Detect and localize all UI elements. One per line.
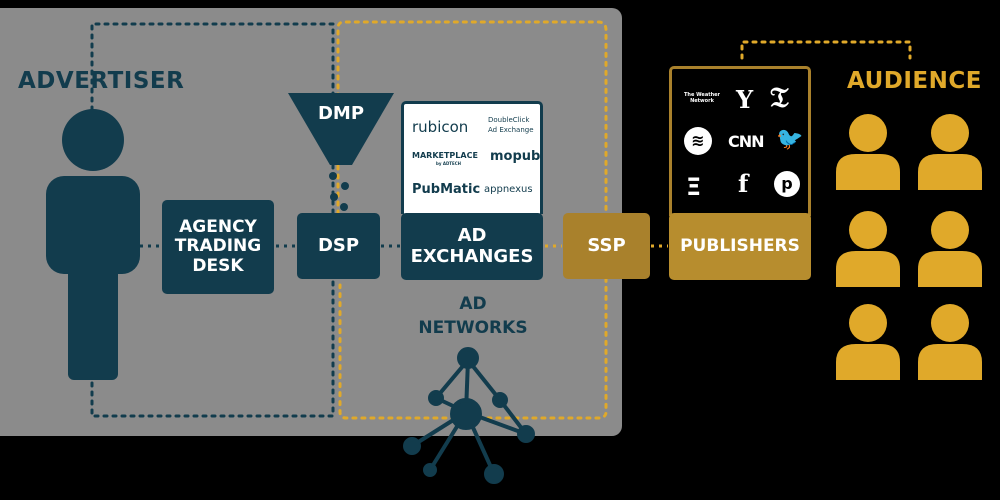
ssp-box: SSP: [563, 213, 650, 279]
audience-title: AUDIENCE: [847, 68, 982, 94]
logo-appnexus: appnexus: [484, 184, 533, 195]
ad-exchanges-line1: AD: [457, 224, 487, 246]
ad-exchange-logos-panel: rubicon DoubleClick Ad Exchange MARKETPL…: [401, 101, 543, 214]
ad-networks-label: AD NETWORKS: [405, 293, 541, 341]
agency-line1: AGENCY: [179, 216, 257, 237]
logo-rubicon: rubicon: [412, 118, 469, 136]
logo-mopub: mopub: [490, 149, 541, 164]
logo-e-icon: Ξ: [686, 173, 702, 201]
logo-spotify-icon: ≋: [684, 127, 712, 155]
ad-exchanges-box: AD EXCHANGES: [401, 213, 543, 280]
logo-cnn: CNN: [728, 132, 765, 151]
logo-nyt-icon: 𝔗: [770, 81, 789, 114]
agency-trading-desk-box: AGENCY TRADING DESK: [162, 200, 274, 294]
logo-by-adtech: by ADTECH: [436, 161, 462, 166]
logo-twitter-icon: 🐦: [776, 127, 804, 152]
dmp-funnel-icon: [288, 93, 394, 165]
audience-person-icon: [918, 114, 982, 190]
logo-doubleclick: DoubleClick: [488, 116, 530, 124]
advertiser-title: ADVERTISER: [18, 68, 185, 94]
ad-networks-line1: AD: [459, 294, 487, 314]
gold-dotted-loop: [336, 20, 608, 420]
agency-line3: DESK: [192, 255, 244, 276]
logo-pinterest-icon: p: [774, 171, 800, 197]
ad-exchanges-line2: EXCHANGES: [410, 245, 534, 267]
logo-ad-exchange: Ad Exchange: [488, 126, 534, 134]
dsp-box: DSP: [297, 213, 380, 279]
logo-weather-network: The Weather Network: [683, 92, 720, 104]
logo-yahoo: Y: [736, 85, 754, 114]
audience-person-icon: [836, 114, 900, 190]
dmp-drip-dots: [329, 172, 349, 211]
agency-line2: TRADING: [174, 236, 262, 257]
ad-networks-line2: NETWORKS: [418, 317, 528, 338]
publisher-audience-link: [740, 40, 912, 60]
audience-person-icons: [836, 114, 982, 380]
logo-marketplace: MARKETPLACE: [412, 151, 478, 160]
ad-network-graph-icon: [403, 347, 535, 484]
publishers-box: PUBLISHERS: [669, 213, 811, 280]
dmp-label: DMP: [317, 103, 365, 124]
publisher-logos-panel: The Weather Network Y 𝔗 ≋ CNN 🐦 Ξ f p: [669, 66, 811, 216]
audience-person-icon: [836, 211, 900, 287]
audience-person-icon: [836, 304, 900, 380]
logo-facebook: f: [738, 169, 749, 198]
audience-person-icon: [918, 304, 982, 380]
logo-pubmatic: PubMatic: [412, 182, 481, 197]
advertiser-person-icon: [46, 109, 140, 380]
audience-person-icon: [918, 211, 982, 287]
